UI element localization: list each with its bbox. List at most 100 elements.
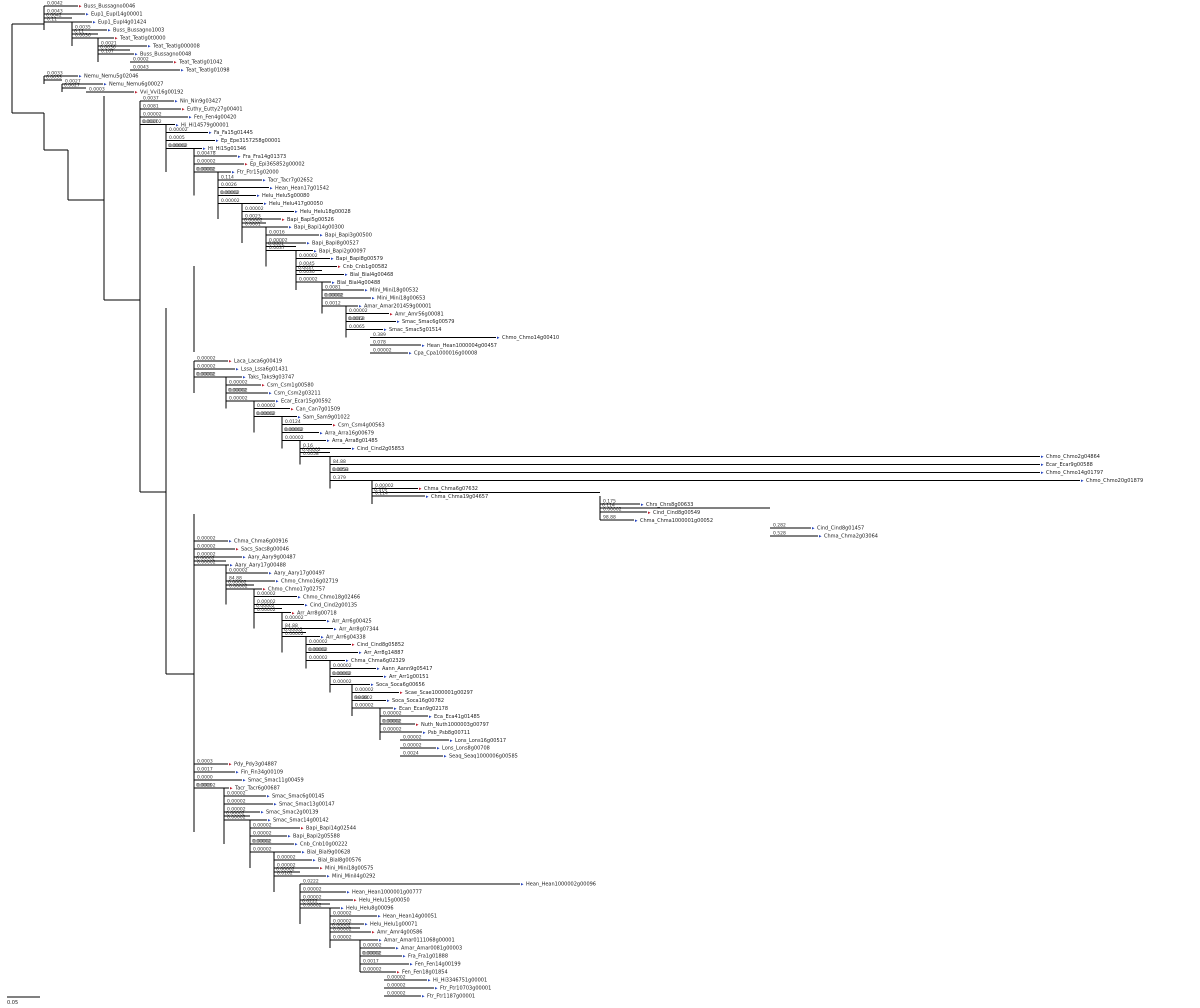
tip-marker-icon: ▸ [229, 762, 232, 768]
tip-label: Taks_Taks9g03747 [247, 375, 294, 381]
branch-length-label: 0.379 [333, 475, 346, 481]
tip-marker-icon: ▸ [135, 90, 138, 96]
support-label: 0.00002 [228, 387, 247, 393]
tip-label: Fen_Fen18g01854 [402, 970, 448, 976]
tip-label: Chmo_Chmo18g02466 [303, 594, 360, 600]
tip-label: Seaq_Seaq1000006g00585 [449, 754, 518, 760]
tip-label: Nin_Nin9g03427 [180, 99, 221, 105]
tip-marker-icon: ▸ [274, 802, 277, 808]
branch-length-label: 0.00002 [197, 783, 216, 789]
tip-marker-icon: ▸ [203, 146, 206, 152]
tip-label: Arra_Arra8g01485 [332, 438, 378, 444]
tip-label: Helu_Helu8g00096 [346, 906, 394, 912]
tip-label: Tacr_Tacr6g00687 [234, 786, 280, 792]
tip-marker-icon: ▸ [263, 586, 266, 592]
branch-length-label: 0.00002 [269, 237, 288, 243]
tip-label: Pdy_Pdy3g04887 [234, 762, 277, 768]
tip-label: Bapi_Bapi5g00526 [287, 217, 334, 223]
tip-marker-icon: ▸ [1041, 454, 1044, 460]
tip-marker-icon: ▸ [115, 36, 118, 42]
tip-marker-icon: ▸ [422, 994, 425, 1000]
support-label: 0.00002 [308, 647, 327, 653]
tip-label: Arra_Arra16g00679 [325, 430, 374, 436]
branch-length-label: 0.16 [303, 443, 313, 449]
branch-length-label: 0.0043 [47, 9, 63, 15]
branch-length-label: 0.00002 [229, 379, 248, 385]
branch-length-label: 0.00002 [197, 166, 216, 172]
branch-length-label: 0.00002 [333, 663, 352, 669]
branch-length-label: 0.0027 [65, 79, 81, 85]
support-label: 0.00002 [302, 447, 321, 453]
tip-marker-icon: ▸ [345, 272, 348, 278]
tip-marker-icon: ▸ [181, 68, 184, 74]
branch-length-label: 0.00002 [383, 719, 402, 725]
support-label: 0.00002 [168, 143, 187, 149]
support-label: 0.00002 [226, 811, 245, 817]
tip-marker-icon: ▸ [229, 359, 232, 365]
branch-length-label: 0.00002 [333, 927, 352, 933]
branch-length-label: 98.88 [355, 695, 368, 701]
tip-label: Lssa_Lssa6g01431 [241, 367, 288, 373]
branch-length-label: 0.00002 [197, 559, 216, 565]
tip-marker-icon: ▸ [189, 114, 192, 120]
tip-label: Chmo_Chmo16g02719 [281, 579, 338, 585]
support-label: 0.00002 [324, 292, 343, 298]
tip-marker-icon: ▸ [365, 922, 368, 928]
tip-label: Bapi_Bapi2g00097 [319, 248, 366, 254]
tip-label: Hi_Hi3346751g00001 [433, 978, 487, 984]
tip-marker-icon: ▸ [257, 193, 260, 199]
tip-label: Smac_Smac13g00147 [279, 802, 335, 808]
tip-marker-icon: ▸ [320, 866, 323, 872]
branch-length-label: 0.0045 [299, 261, 315, 267]
tip-marker-icon: ▸ [238, 154, 241, 160]
tip-label: Helu_Helu18g00028 [300, 209, 351, 215]
branch-length-label: 0.00002 [257, 411, 276, 417]
support-label: 0.114 [602, 503, 615, 509]
tip-label: Csm_Csm4g00563 [338, 422, 385, 428]
support-label: 0.00002 [196, 166, 215, 172]
tip-marker-icon: ▸ [450, 738, 453, 744]
branch-length-label: 0.00002 [143, 119, 162, 125]
support-label: 0.00002 [332, 671, 351, 677]
tip-marker-icon: ▸ [409, 351, 412, 357]
tip-marker-icon: ▸ [521, 882, 524, 888]
branch-length-label: 0.0024 [403, 751, 419, 757]
tip-label: Sacs_Sacs8g00046 [241, 547, 289, 553]
tip-label: Eup1_Eupl4g01424 [98, 20, 146, 26]
tip-label: Hean_Hean1000002g00096 [526, 882, 596, 888]
tip-label: Mini_Mini18g00653 [377, 296, 425, 302]
tip-label: Cnb_Cnb1g00582 [343, 264, 387, 270]
support-label: 0.00002 [362, 951, 381, 957]
branch-length-label: 0.00002 [333, 679, 352, 685]
support-label: 0.0222 [302, 899, 318, 905]
branch-length-label: 0.00002 [299, 253, 318, 259]
branch-length-label: 0.0026 [221, 182, 237, 188]
tip-label: Csm_Csm2g03211 [274, 391, 321, 397]
tip-label: Euthy_Eutty27g00401 [187, 107, 243, 113]
tip-label: Mini_Minil4g0292 [332, 874, 376, 880]
tip-marker-icon: ▸ [269, 391, 272, 397]
tip-label: Cind_Cind2g05853 [357, 446, 404, 452]
tip-marker-icon: ▸ [229, 539, 232, 545]
branch-length-label: 0.528 [773, 531, 786, 537]
tip-marker-icon: ▸ [86, 12, 89, 18]
tip-marker-icon: ▸ [236, 367, 239, 373]
support-label: 0.0012 [348, 316, 364, 322]
tip-label: Bapi_Bapi2g05588 [293, 834, 340, 840]
branch-length-label: 0.00002 [309, 655, 328, 661]
tip-label: Amar_Amar201459g00001 [364, 303, 432, 309]
support-label: 0.11 [74, 29, 84, 35]
branch-length-label: 0.11 [47, 17, 57, 23]
tip-marker-icon: ▸ [305, 602, 308, 608]
tip-marker-icon: ▸ [209, 130, 212, 136]
branch-length-label: 0.00002 [325, 292, 344, 298]
tip-label: Aary_Aary9g00487 [248, 555, 296, 561]
tip-label: Hean_Hean17g01542 [275, 185, 329, 191]
branch-length-label: 0.00002 [227, 799, 246, 805]
tip-marker-icon: ▸ [320, 233, 323, 239]
branch-length-label: 0.00002 [253, 823, 272, 829]
tip-label: Ecan_Ecan9g02178 [399, 706, 448, 712]
branch-length-label: 0.00002 [375, 483, 394, 489]
tip-marker-icon: ▸ [394, 706, 397, 712]
